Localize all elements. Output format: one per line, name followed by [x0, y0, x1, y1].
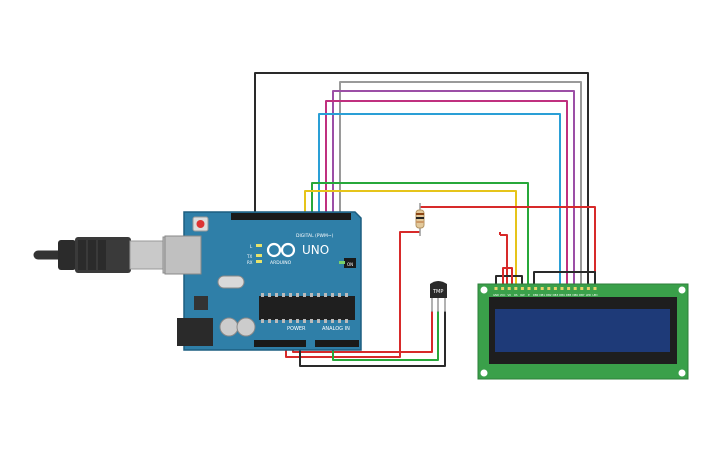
microcontroller-chip	[259, 296, 355, 320]
lcd-pin-label: DB2	[546, 293, 552, 297]
power-header	[254, 340, 306, 347]
lcd-pin-label: DB6	[572, 293, 578, 297]
lcd-pin-label: LED	[586, 293, 591, 297]
digital-header-label: DIGITAL (PWM~)	[296, 233, 334, 239]
temperature-sensor[interactable]: TMP	[430, 281, 447, 312]
lcd-screen	[495, 309, 670, 352]
board-brand-label: ARDUINO	[270, 260, 292, 266]
on-label: ON	[347, 262, 353, 267]
lcd-pin-label: DB5	[566, 293, 572, 297]
lcd-pin[interactable]	[540, 287, 544, 290]
lcd-pin[interactable]	[514, 287, 518, 290]
lcd-pin[interactable]	[501, 287, 505, 290]
wire-black-gnd[interactable]	[299, 311, 446, 367]
lcd-pin-label: DB4	[559, 293, 565, 297]
power-header-label: POWER	[287, 326, 306, 332]
wire-magenta[interactable]	[325, 100, 568, 290]
lcd-pin[interactable]	[507, 287, 511, 290]
arduino-logo-icon	[266, 242, 296, 258]
lcd-pin[interactable]	[520, 287, 524, 290]
sensor-label: TMP	[432, 289, 443, 295]
lcd-pin-label: RS	[514, 293, 518, 297]
lcd-pin-label: RW	[520, 293, 525, 297]
lcd-pin-label: DB1	[539, 293, 545, 297]
lcd-pin[interactable]	[494, 287, 498, 290]
analog-header-label: ANALOG IN	[322, 326, 350, 332]
wire-blue[interactable]	[318, 113, 561, 290]
wire-green-top[interactable]	[311, 182, 529, 290]
rx-label: RX	[247, 260, 253, 265]
lcd-pin-label: DB3	[553, 293, 559, 297]
board-model-label: UNO	[302, 243, 329, 257]
tx-label: TX	[246, 254, 252, 259]
lcd-pin-label: VCC	[500, 293, 506, 297]
wire-black-lcd-gnd[interactable]	[495, 271, 596, 290]
lcd-pin[interactable]	[527, 287, 531, 290]
lcd-pin[interactable]	[580, 287, 584, 290]
wire-gray[interactable]	[339, 81, 582, 290]
digital-header	[231, 213, 351, 220]
wire-yellow[interactable]	[304, 190, 517, 290]
power-jack	[177, 318, 213, 346]
wire-black-top[interactable]	[254, 72, 589, 290]
lcd-pin[interactable]	[547, 287, 551, 290]
lcd-pin-label: V0	[507, 293, 511, 297]
arduino-board[interactable]: UNO ARDUINO DIGITAL (PWM~) POWER ANALOG …	[164, 211, 362, 351]
analog-header	[315, 340, 359, 347]
lcd-pin[interactable]	[567, 287, 571, 290]
lcd-pin[interactable]	[560, 287, 564, 290]
lcd-pin-label: E	[528, 293, 530, 297]
resistor[interactable]	[415, 203, 425, 236]
l-label: L	[250, 244, 253, 249]
lcd-pin-label: GND	[493, 293, 499, 297]
lcd-pin-label: LED	[592, 293, 597, 297]
lcd-pin[interactable]	[573, 287, 577, 290]
lcd-pin-label: DB7	[579, 293, 585, 297]
lcd-pin[interactable]	[553, 287, 557, 290]
wire-purple[interactable]	[332, 90, 575, 290]
lcd-pin[interactable]	[586, 287, 590, 290]
lcd-pin-label: DB0	[533, 293, 539, 297]
lcd-pin[interactable]	[534, 287, 538, 290]
wire-red-resistor-lcd[interactable]	[420, 206, 596, 290]
lcd-pin[interactable]	[593, 287, 597, 290]
wire-red-lcd-jumper[interactable]	[502, 267, 513, 290]
wire-green-analog[interactable]	[332, 311, 439, 361]
